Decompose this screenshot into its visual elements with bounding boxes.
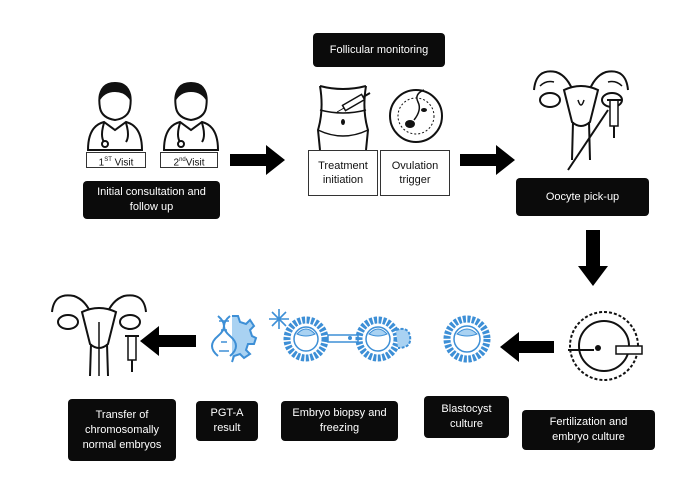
oocyte-icon [568,311,643,381]
blastocyst-culture-box: Blastocyst culture [424,396,509,438]
initial-consultation-box: Initial consultation and follow up [83,181,220,219]
sperm-egg-icon [389,89,443,143]
ovulation-trigger-box: Ovulation trigger [380,150,450,196]
uterus-transfer-icon [51,294,147,377]
blastocyst-icon [443,315,491,363]
embryo-biopsy-box: Embryo biopsy and freezing [281,401,398,441]
snowflake-icon [269,309,289,329]
transfer-embryos-box: Transfer of chromosomally normal embryos [68,399,176,461]
arrow-left-icon [140,326,196,356]
second-visit-label: 2ndVisit [160,152,218,168]
uterus-icon [533,70,629,171]
abdomen-injection-icon [316,85,371,151]
follicular-monitoring-box: Follicular monitoring [313,33,445,67]
arrow-right-icon [230,145,285,175]
arrow-down-icon [578,230,608,286]
treatment-initiation-box: Treatment initiation [308,150,378,196]
first-visit-label: 1ST Visit [86,152,146,168]
fertilization-box: Fertilization and embryo culture [522,410,655,450]
doctor-icon [162,82,220,151]
arrow-right-icon [460,145,515,175]
oocyte-pickup-box: Oocyte pick-up [516,178,649,216]
doctor-icon [86,82,144,151]
arrow-left-icon [500,332,554,362]
pgta-result-box: PGT-A result [196,401,258,441]
biopsy-icon [283,316,412,362]
dna-gear-icon [211,315,258,363]
